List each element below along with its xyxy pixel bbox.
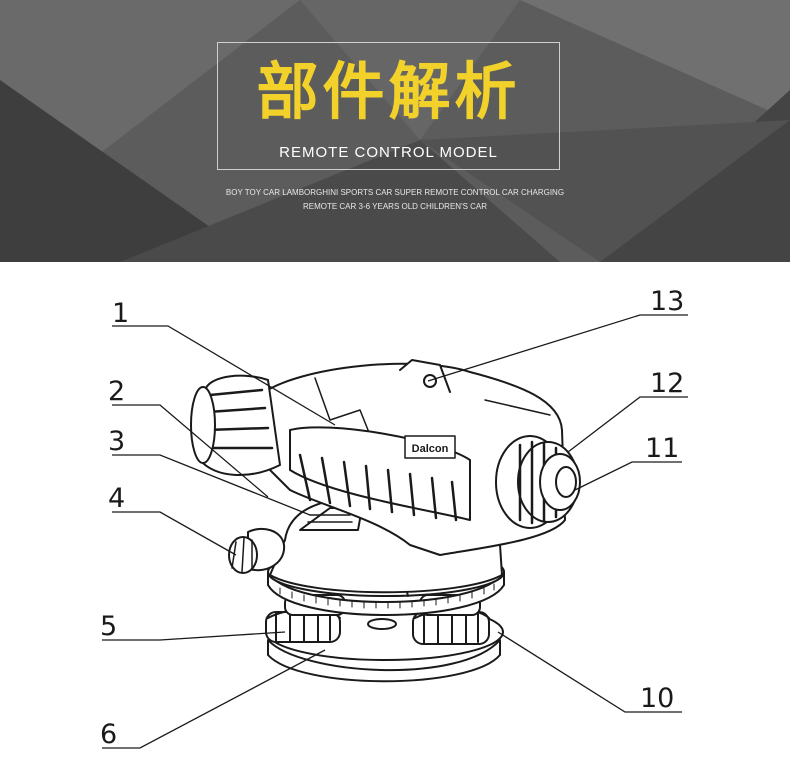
callout-6: 6 [100, 719, 117, 750]
leader-13 [427, 314, 688, 382]
leader-2 [112, 404, 269, 498]
parts-diagram: Dalcon 1 2 3 4 5 6 10 11 12 13 [100, 286, 688, 750]
title-frame: 部件解析 REMOTE CONTROL MODEL [217, 42, 560, 170]
banner-description: BOY TOY CAR LAMBORGHINI SPORTS CAR SUPER… [220, 186, 570, 214]
callout-3: 3 [108, 426, 125, 457]
callout-10: 10 [640, 683, 674, 714]
page-subtitle: REMOTE CONTROL MODEL [279, 144, 498, 161]
leader-3 [112, 454, 311, 516]
header-banner: 部件解析 REMOTE CONTROL MODEL BOY TOY CAR LA… [0, 0, 790, 262]
description-line-1: BOY TOY CAR LAMBORGHINI SPORTS CAR SUPER… [225, 188, 565, 197]
description-line-2: REMOTE CAR 3-6 YEARS OLD CHILDREN'S CAR [302, 202, 488, 211]
leader-11 [574, 461, 682, 491]
leader-4 [112, 511, 237, 556]
brand-label: Dalcon [412, 443, 449, 455]
callout-11: 11 [645, 433, 679, 464]
callout-5: 5 [100, 611, 117, 642]
callout-12: 12 [650, 368, 684, 399]
banner-background [0, 0, 790, 262]
leader-5 [102, 631, 286, 641]
callout-13: 13 [650, 286, 684, 317]
callout-2: 2 [108, 376, 125, 407]
focusing-knob [228, 527, 286, 574]
leader-10 [497, 631, 682, 713]
callout-4: 4 [108, 483, 125, 514]
leader-1 [112, 325, 336, 426]
leader-lines [102, 314, 688, 749]
objective-lens-barrel [190, 374, 281, 476]
leader-12 [567, 396, 688, 453]
callout-1: 1 [112, 298, 129, 329]
page-title: 部件解析 [256, 55, 521, 128]
leader-6 [102, 649, 326, 749]
eyepiece [495, 435, 581, 529]
